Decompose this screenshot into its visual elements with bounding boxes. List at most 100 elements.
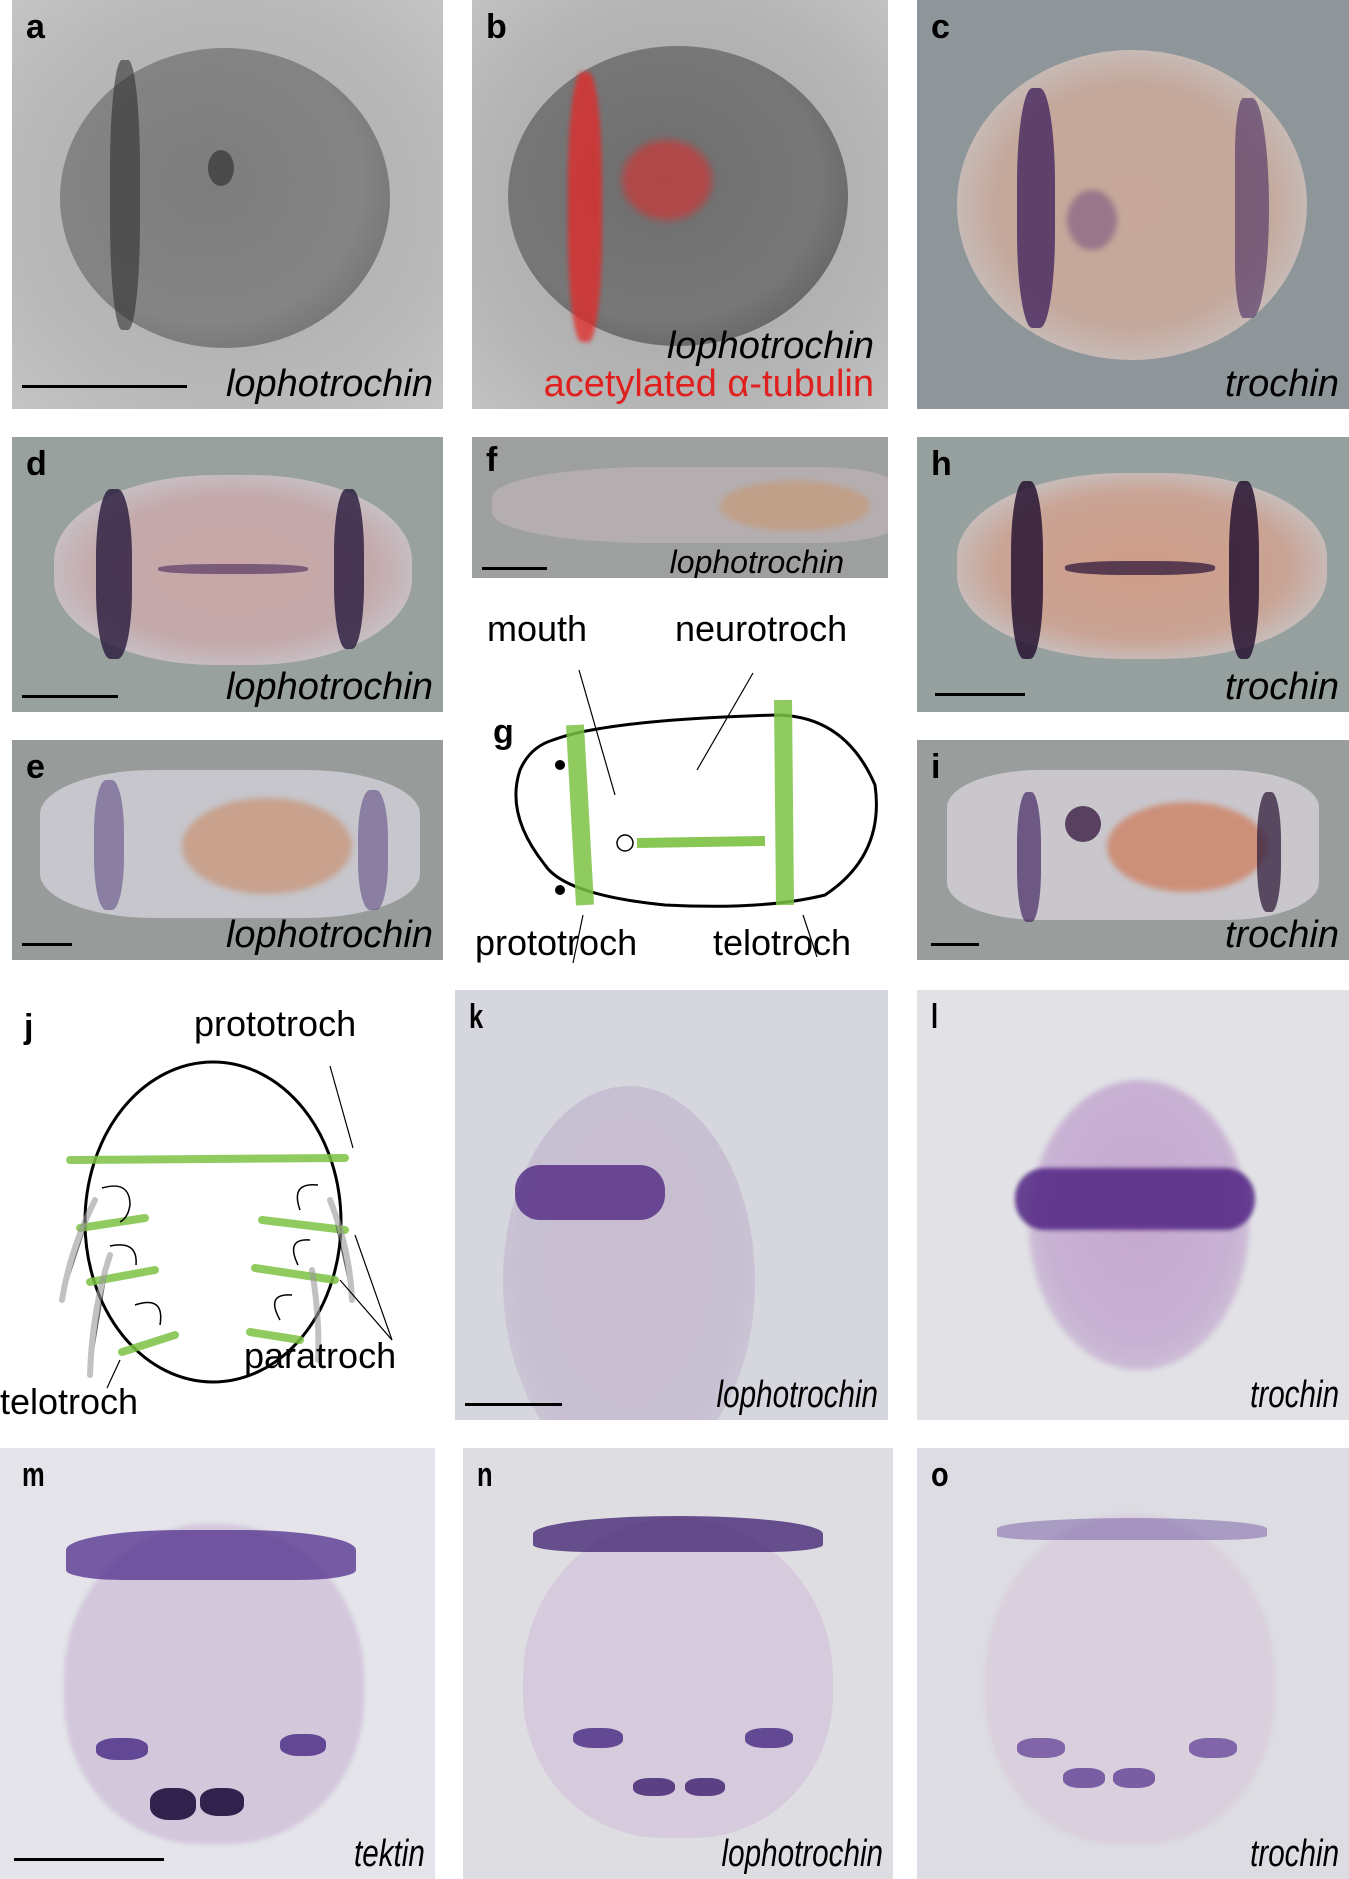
larva-diagram-j	[59, 1060, 393, 1389]
gene-label: lophotrochin	[716, 1374, 878, 1416]
panel-o: o trochin	[917, 1448, 1349, 1879]
panel-c: c trochin	[917, 0, 1349, 409]
panel-label: o	[931, 1456, 949, 1494]
paratroch-stain-n-2	[745, 1728, 793, 1748]
mouth-stain-a	[208, 150, 234, 186]
gene-label: trochin	[1224, 914, 1339, 956]
gene-label: lophotrochin	[225, 363, 433, 405]
panel-h: h trochin	[917, 437, 1349, 712]
panel-j-schematic: j prototroch paratroch telotroch	[0, 990, 455, 1425]
gene-label: trochin	[1250, 1374, 1339, 1416]
mouth-stain-c	[1067, 190, 1117, 250]
telotroch-stain-n-2	[685, 1778, 725, 1796]
panel-e: e lophotrochin	[12, 740, 443, 960]
gene-label: tektin	[354, 1833, 425, 1875]
annotation-prototroch: prototroch	[194, 1003, 357, 1044]
panel-label: n	[477, 1456, 493, 1494]
telotroch-stain-m-1	[150, 1788, 196, 1820]
scale-bar	[935, 693, 1025, 696]
scale-bar	[22, 943, 72, 946]
telotroch-stain-i	[1257, 792, 1281, 912]
panel-b: b lophotrochin acetylated α-tubulin	[472, 0, 888, 409]
panel-label: h	[931, 445, 952, 483]
gut-f	[720, 481, 870, 531]
panel-m: m tektin	[0, 1448, 435, 1879]
prototroch-stain-l	[1015, 1168, 1255, 1230]
prototroch-stain-i	[1017, 792, 1041, 922]
panel-label: i	[931, 748, 941, 786]
embryo-n	[523, 1518, 833, 1838]
gut-i	[1107, 802, 1267, 892]
telotroch-stain-m-2	[200, 1788, 244, 1816]
panel-n: n lophotrochin	[463, 1448, 893, 1879]
panel-label: a	[26, 8, 45, 46]
telotroch-stain-n-1	[633, 1778, 675, 1796]
gene-label: trochin	[1250, 1833, 1339, 1875]
paratroch-stain-n-1	[573, 1728, 623, 1748]
panel-k: k lophotrochin	[455, 990, 888, 1420]
prototroch-stain-h	[1011, 481, 1043, 659]
tubulin-mouth-b	[622, 140, 712, 220]
panel-d: d lophotrochin	[12, 437, 443, 712]
prototroch-stain-d	[96, 489, 132, 659]
prototroch-stain-c	[1017, 88, 1055, 328]
annotation-neurotroch: neurotroch	[675, 608, 848, 649]
larva-diagram-g	[514, 669, 878, 964]
paratroch-stain-m-1	[96, 1738, 148, 1760]
telotroch-stain-h	[1229, 481, 1259, 659]
prototroch-stain-a	[110, 60, 140, 330]
gene-label: lophotrochin	[225, 914, 433, 956]
scale-bar	[22, 695, 118, 698]
annotation-paratroch: paratroch	[244, 1335, 397, 1376]
telotroch-stain-o-2	[1113, 1768, 1155, 1788]
annotation-prototroch: prototroch	[475, 922, 638, 963]
gut-e	[182, 798, 352, 894]
gene-label: trochin	[1224, 363, 1339, 405]
paratroch-stain-m-2	[280, 1734, 326, 1756]
scale-bar	[14, 1858, 164, 1861]
panel-label: l	[931, 998, 939, 1036]
scale-bar	[465, 1403, 562, 1406]
panel-a: a lophotrochin	[12, 0, 443, 409]
panel-label: d	[26, 445, 47, 483]
annotation-mouth: mouth	[487, 608, 588, 649]
embryo-o	[985, 1514, 1275, 1844]
gene-label: trochin	[1224, 666, 1339, 708]
prototroch-stain-k	[515, 1165, 665, 1220]
tubulin-prototroch-b	[568, 72, 602, 342]
panel-label: m	[22, 1456, 45, 1494]
telotroch-stain-o-1	[1063, 1768, 1105, 1788]
telotroch-stain-e	[358, 790, 388, 910]
paratroch-stain-o-2	[1189, 1738, 1237, 1758]
gene-label: lophotrochin	[666, 325, 874, 367]
paratroch-stain-o-1	[1017, 1738, 1065, 1758]
neurotroch-stain-d	[158, 564, 308, 574]
panel-label: j	[24, 1008, 34, 1046]
panel-label: c	[931, 8, 950, 46]
gene-label: lophotrochin	[721, 1833, 883, 1875]
prototroch-stain-m	[66, 1530, 356, 1580]
panel-label: e	[26, 748, 45, 786]
overlay-label: acetylated α-tubulin	[543, 363, 874, 405]
panel-label: b	[486, 8, 507, 46]
telotroch-stain-d	[334, 489, 364, 649]
panel-label: f	[486, 441, 498, 479]
telotroch-stain-c	[1235, 98, 1269, 318]
embryo-k	[503, 1086, 755, 1420]
panel-label: g	[493, 713, 514, 751]
prototroch-stain-e	[94, 780, 124, 910]
prototroch-stain-o	[997, 1518, 1267, 1540]
scale-bar	[22, 385, 187, 388]
gene-label: lophotrochin	[225, 666, 433, 708]
panel-l: l trochin	[917, 990, 1349, 1420]
panel-i: i trochin	[917, 740, 1349, 960]
scale-bar	[482, 567, 547, 570]
prototroch-stain-n	[533, 1516, 823, 1552]
panel-f: f lophotrochin	[472, 437, 888, 578]
panel-g-schematic: g mouth neurotroch prototroch telotroch	[465, 595, 895, 975]
mouth-stain-i	[1065, 806, 1101, 842]
scale-bar	[931, 943, 979, 946]
panel-label: k	[469, 998, 484, 1036]
annotation-telotroch: telotroch	[713, 922, 852, 963]
neurotroch-stain-h	[1065, 561, 1215, 575]
